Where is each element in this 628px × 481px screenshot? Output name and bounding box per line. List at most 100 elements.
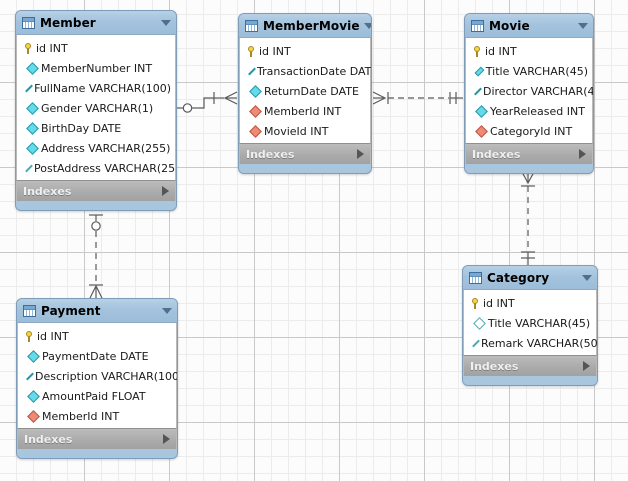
chevron-down-icon[interactable] — [363, 22, 371, 29]
table-fields: id INT MemberNumber INT FullName VARCHAR(1… — [16, 35, 176, 180]
indexes-section[interactable]: Indexes — [465, 143, 593, 164]
relationship-member-membermovie — [177, 91, 238, 113]
field-label: id INT — [37, 329, 69, 343]
field-row[interactable]: Title VARCHAR(45) — [466, 61, 592, 81]
table-icon — [22, 16, 35, 29]
field-label: Director VARCHAR(45) — [483, 84, 594, 98]
field-row[interactable]: Title VARCHAR(45) — [464, 313, 596, 333]
diamond-icon — [27, 389, 40, 403]
diamond-icon — [27, 349, 40, 363]
field-label: id INT — [259, 44, 291, 58]
indexes-section[interactable]: Indexes — [16, 180, 176, 201]
field-label: Title VARCHAR(45) — [485, 64, 588, 78]
table-fields: id INT PaymentDate DATE Description VARCHA… — [17, 323, 177, 428]
indexes-label: Indexes — [23, 184, 72, 198]
table-title: MemberMovie — [263, 18, 360, 33]
indexes-section[interactable]: Indexes — [239, 143, 371, 164]
field-row[interactable]: FullName VARCHAR(100) — [17, 78, 175, 98]
field-label: id INT — [36, 41, 68, 55]
chevron-down-icon[interactable] — [161, 19, 171, 26]
field-row[interactable]: PaymentDate DATE — [18, 346, 176, 366]
chevron-right-icon[interactable] — [357, 149, 364, 159]
field-label: TransactionDate DATE — [257, 64, 372, 78]
field-row[interactable]: id INT — [464, 293, 596, 313]
field-row[interactable]: id INT — [240, 41, 370, 61]
indexes-section[interactable]: Indexes — [463, 355, 597, 376]
table-footer — [17, 449, 177, 458]
field-row[interactable]: Description VARCHAR(100) — [18, 366, 178, 386]
field-row[interactable]: MemberNumber INT — [17, 58, 175, 78]
chevron-down-icon[interactable] — [578, 22, 588, 29]
table-icon — [245, 19, 258, 32]
diamond-icon — [475, 104, 488, 118]
relationship-membermovie-movie — [372, 91, 463, 105]
field-row[interactable]: Director VARCHAR(45) — [466, 81, 594, 101]
field-label: PaymentDate DATE — [42, 349, 149, 363]
table-title: Payment — [41, 303, 101, 318]
field-row[interactable]: YearReleased INT — [466, 101, 592, 121]
indexes-label: Indexes — [24, 432, 73, 446]
table-title: Movie — [489, 18, 530, 33]
field-row[interactable]: Gender VARCHAR(1) — [17, 98, 175, 118]
diamond-outline-icon — [25, 164, 33, 172]
indexes-label: Indexes — [470, 359, 519, 373]
field-row[interactable]: id INT — [466, 41, 592, 61]
field-row[interactable]: MemberId INT — [18, 406, 176, 426]
table-header[interactable]: Member — [16, 11, 176, 35]
relationship-movie-category — [521, 171, 535, 265]
field-label: CategoryId INT — [490, 124, 573, 138]
chevron-right-icon[interactable] — [579, 149, 586, 159]
chevron-right-icon[interactable] — [583, 361, 590, 371]
diamond-red-icon — [27, 409, 40, 423]
table-movie[interactable]: Movie id INT Title VARCHAR(45) Director VAR… — [464, 13, 594, 174]
key-icon — [245, 45, 256, 57]
indexes-label: Indexes — [472, 147, 521, 161]
field-label: Remark VARCHAR(500) — [481, 336, 598, 350]
table-payment[interactable]: Payment id INT PaymentDate DATE Description… — [16, 298, 178, 459]
field-row[interactable]: MemberId INT — [240, 101, 370, 121]
diamond-icon — [474, 87, 482, 95]
relationship-member-payment — [89, 214, 103, 299]
table-header[interactable]: Payment — [17, 299, 177, 323]
key-icon — [471, 45, 482, 57]
field-row[interactable]: TransactionDate DATE — [240, 61, 372, 81]
field-row[interactable]: Address VARCHAR(255) — [17, 138, 175, 158]
key-icon — [22, 42, 33, 54]
chevron-down-icon[interactable] — [582, 274, 592, 281]
table-membermovie[interactable]: MemberMovie id INT TransactionDate DATE Ret… — [238, 13, 372, 174]
field-label: BirthDay DATE — [41, 121, 122, 135]
field-label: MovieId INT — [264, 124, 329, 138]
table-title: Member — [40, 15, 96, 30]
field-row[interactable]: CategoryId INT — [466, 121, 592, 141]
diamond-icon — [26, 61, 39, 75]
indexes-section[interactable]: Indexes — [17, 428, 177, 449]
field-label: FullName VARCHAR(100) — [34, 81, 171, 95]
field-label: id INT — [483, 296, 515, 310]
table-header[interactable]: MemberMovie — [239, 14, 371, 38]
table-footer — [16, 201, 176, 210]
field-row[interactable]: MovieId INT — [240, 121, 370, 141]
field-label: YearReleased INT — [490, 104, 585, 118]
indexes-label: Indexes — [246, 147, 295, 161]
field-row[interactable]: Remark VARCHAR(500) — [464, 333, 598, 353]
table-category[interactable]: Category id INT Title VARCHAR(45) Remark VA… — [462, 265, 598, 386]
table-member[interactable]: Member id INT MemberNumber INT FullName VAR… — [15, 10, 177, 211]
field-row[interactable]: PostAddress VARCHAR(255) — [17, 158, 176, 178]
field-row[interactable]: BirthDay DATE — [17, 118, 175, 138]
diamond-icon — [26, 121, 39, 135]
key-icon — [23, 330, 34, 342]
field-row[interactable]: ReturnDate DATE — [240, 81, 370, 101]
field-row[interactable]: id INT — [18, 326, 176, 346]
field-label: MemberId INT — [264, 104, 342, 118]
chevron-down-icon[interactable] — [162, 307, 172, 314]
chevron-right-icon[interactable] — [162, 186, 169, 196]
table-header[interactable]: Movie — [465, 14, 593, 38]
field-row[interactable]: id INT — [17, 38, 175, 58]
field-label: Description VARCHAR(100) — [35, 369, 178, 383]
table-footer — [465, 164, 593, 173]
table-header[interactable]: Category — [463, 266, 597, 290]
chevron-right-icon[interactable] — [163, 434, 170, 444]
field-label: MemberNumber INT — [41, 61, 153, 75]
field-row[interactable]: AmountPaid FLOAT — [18, 386, 176, 406]
